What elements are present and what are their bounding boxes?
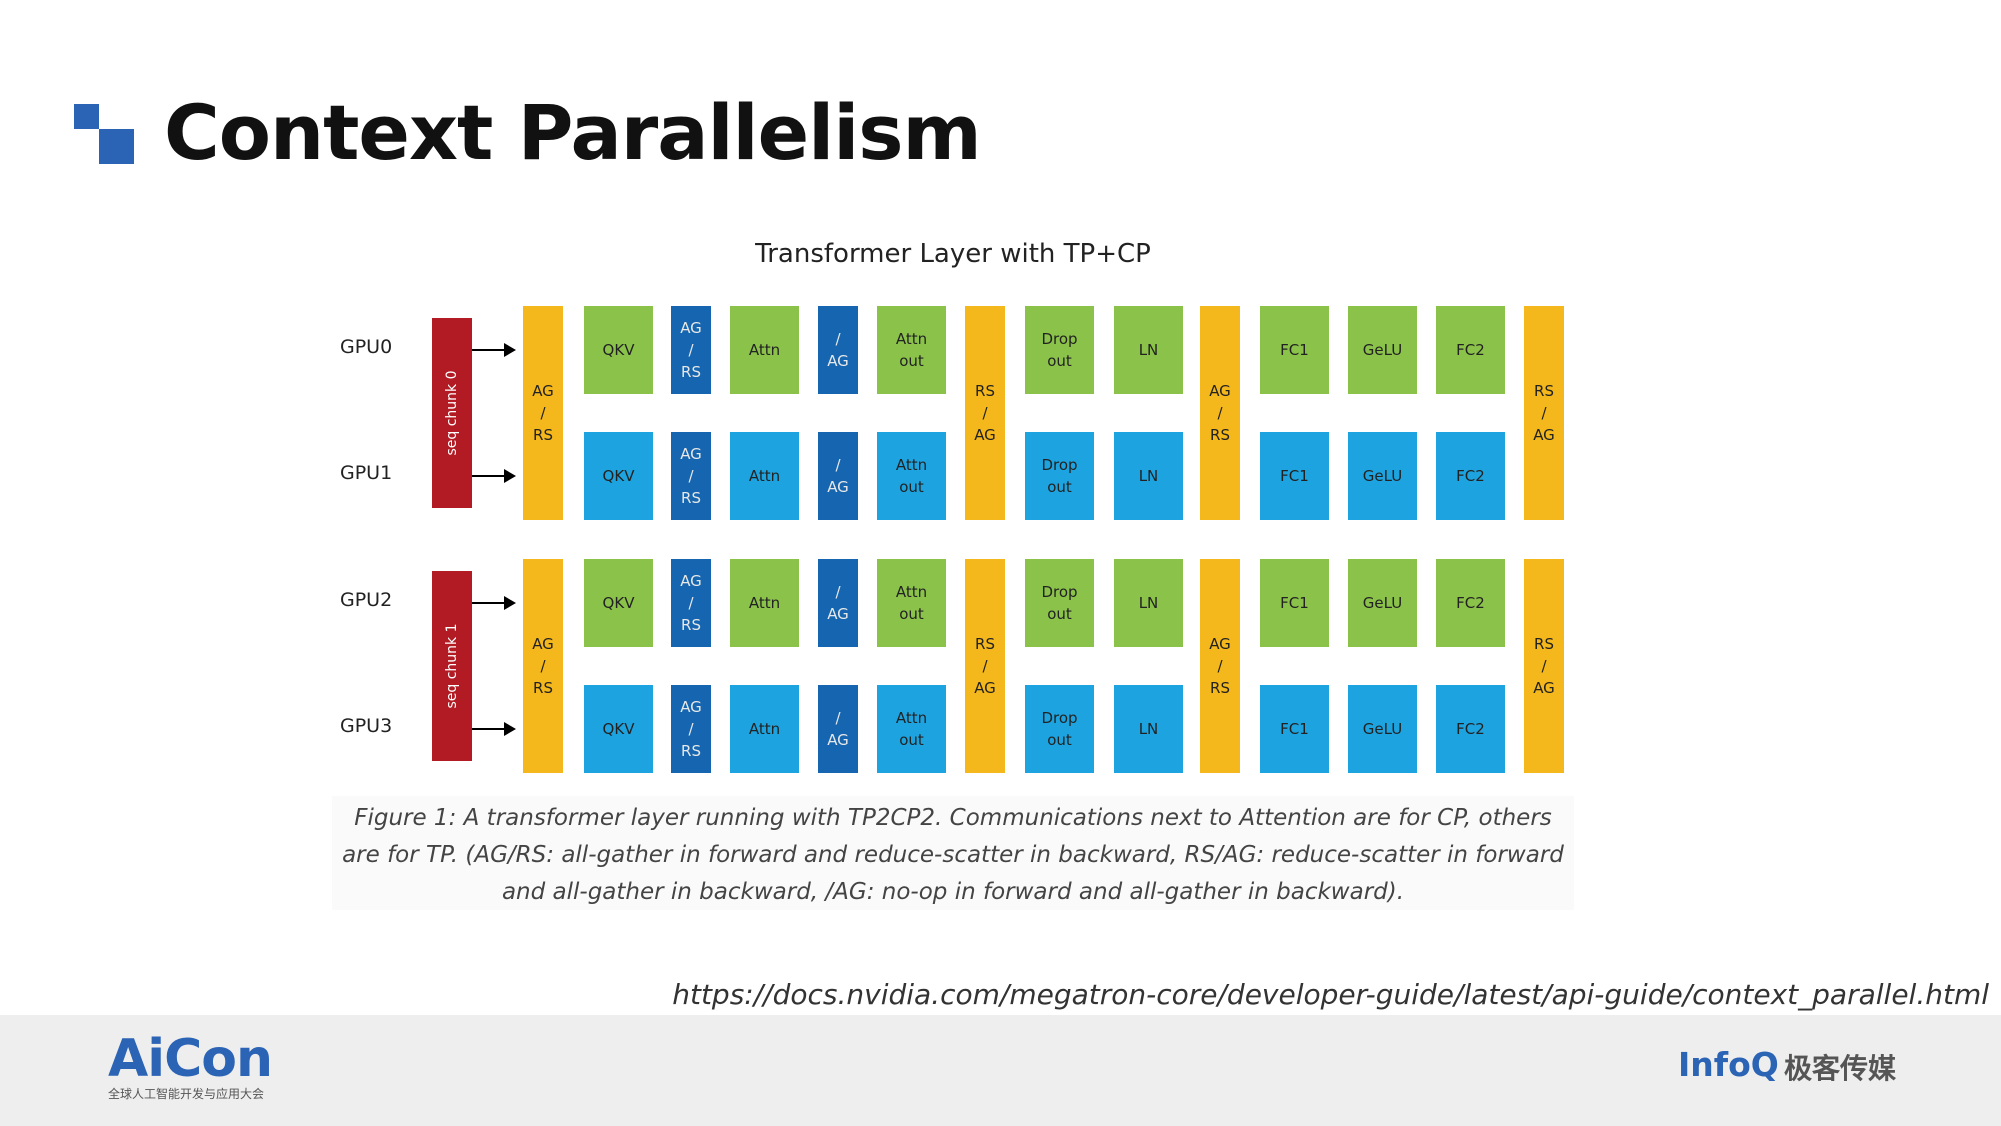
op-block: Attn <box>730 685 799 773</box>
caption-line: are for TP. (AG/RS: all-gather in forwar… <box>342 842 1564 868</box>
op-block: QKV <box>584 559 653 647</box>
op-block: FC1 <box>1260 685 1329 773</box>
op-block: GeLU <box>1348 685 1417 773</box>
cp-comm-block: /AG <box>818 306 858 394</box>
gpu-label: GPU1 <box>340 462 393 484</box>
cp-comm-block: AG/RS <box>671 432 711 520</box>
arrow-icon <box>472 596 516 610</box>
cp-comm-block: AG/RS <box>671 685 711 773</box>
aicon-logo: AiCon <box>108 1029 273 1089</box>
op-block: FC1 <box>1260 306 1329 394</box>
op-block: LN <box>1114 559 1183 647</box>
op-block: FC1 <box>1260 559 1329 647</box>
seq-chunk-block: seq chunk 0 <box>432 318 472 508</box>
op-block: FC2 <box>1436 432 1505 520</box>
cp-comm-block: /AG <box>818 685 858 773</box>
caption-line: and all-gather in backward, /AG: no-op i… <box>501 879 1405 905</box>
seq-chunk-label: seq chunk 0 <box>444 370 460 456</box>
arrow-icon <box>472 343 516 357</box>
seq-chunk-block: seq chunk 1 <box>432 571 472 761</box>
cp-comm-block: AG/RS <box>671 306 711 394</box>
op-block: QKV <box>584 432 653 520</box>
tp-comm-block: RS/AG <box>1524 559 1564 773</box>
cp-comm-block: AG/RS <box>671 559 711 647</box>
op-block: GeLU <box>1348 559 1417 647</box>
op-block: FC2 <box>1436 306 1505 394</box>
caption-line: Figure 1: A transformer layer running wi… <box>354 805 1552 831</box>
aicon-subtitle: 全球人工智能开发与应用大会 <box>108 1087 265 1101</box>
op-block: FC2 <box>1436 559 1505 647</box>
tp-comm-block: AG/RS <box>1200 559 1240 773</box>
cp-comm-block: /AG <box>818 432 858 520</box>
gpu-label: GPU0 <box>340 336 393 358</box>
op-block: LN <box>1114 432 1183 520</box>
figure-caption: Figure 1: A transformer layer running wi… <box>332 796 1574 910</box>
infoq-logo: InfoQ <box>1678 1045 1779 1084</box>
op-block: FC1 <box>1260 432 1329 520</box>
cp-comm-block: /AG <box>818 559 858 647</box>
op-block: QKV <box>584 306 653 394</box>
arrow-icon <box>472 722 516 736</box>
figure-title: Transformer Layer with TP+CP <box>755 239 1151 269</box>
gpu-label: GPU3 <box>340 715 393 737</box>
seq-chunk-label: seq chunk 1 <box>444 623 460 709</box>
op-block: Attn <box>730 306 799 394</box>
infoq-brand: 极客传媒 <box>1784 1053 1897 1084</box>
source-url[interactable]: https://docs.nvidia.com/megatron-core/de… <box>672 978 1989 1011</box>
op-block: FC2 <box>1436 685 1505 773</box>
title-icon <box>74 104 134 164</box>
arrow-icon <box>472 469 516 483</box>
gpu-label: GPU2 <box>340 589 393 611</box>
op-block: Attn <box>730 559 799 647</box>
tp-comm-block: AG/RS <box>1200 306 1240 520</box>
op-block: GeLU <box>1348 306 1417 394</box>
page-title: Context Parallelism <box>164 88 982 177</box>
op-block: Attn <box>730 432 799 520</box>
tp-comm-block: RS/AG <box>965 306 1005 520</box>
footer: AiCon 全球人工智能开发与应用大会 InfoQ 极客传媒 <box>0 1015 2001 1126</box>
tp-comm-block: AG/RS <box>523 306 563 520</box>
op-block: QKV <box>584 685 653 773</box>
tp-comm-block: AG/RS <box>523 559 563 773</box>
tp-comm-block: RS/AG <box>965 559 1005 773</box>
tp-comm-block: RS/AG <box>1524 306 1564 520</box>
op-block: LN <box>1114 685 1183 773</box>
op-block: LN <box>1114 306 1183 394</box>
op-block: GeLU <box>1348 432 1417 520</box>
